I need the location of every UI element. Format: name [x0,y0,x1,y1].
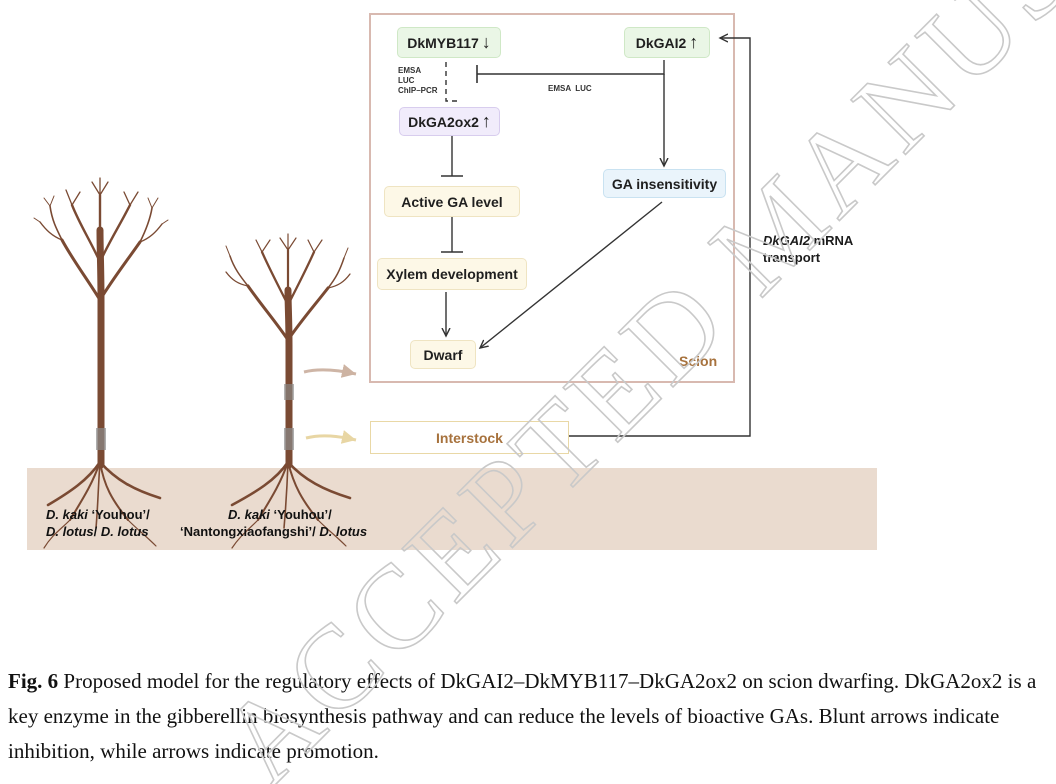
node-dkgai2: DkGAI2↑ [624,27,710,58]
caption-text: Proposed model for the regulatory effect… [8,669,1037,763]
left-species-3: D. lotus [100,524,149,539]
node-dkgai2-label: DkGAI2 [635,34,687,51]
node-dwarf-label: Dwarf [423,346,463,363]
transport-mrna: mRNA [809,233,854,248]
myb-dashed-connector [445,62,459,102]
caption-label: Fig. 6 [8,669,59,693]
interstock-box: Interstock [370,421,569,454]
right-cultivar-2: ‘Nantongxiaofangshi’/ [180,524,320,539]
node-xylem-label: Xylem development [386,266,518,282]
left-species-1: D. kaki [46,507,88,522]
right-graft-band-upper [284,384,294,400]
scion-frame [369,13,735,383]
figure-caption: Fig. 6 Proposed model for the regulatory… [8,664,1053,769]
left-graft-band [96,428,106,450]
ground-band [27,468,877,550]
scion-label: Scion [679,353,718,369]
transport-gene: DkGAI2 [763,233,810,248]
node-dkmyb117-label: DkMYB117 [407,34,479,51]
methods-left-annotation: EMSA LUC ChIP–PCR [398,66,438,96]
node-dwarf: Dwarf [410,340,476,369]
node-dkga2ox2-label: DkGA2ox2 [408,113,479,130]
method-chip-pcr: ChIP–PCR [398,86,438,95]
right-cultivar-1: ‘Youhou’/ [269,507,332,522]
down-arrow-icon: ↓ [481,32,491,52]
gai2-to-myb-inhibition [477,60,665,75]
methods-right-annotation: EMSA LUC [548,84,592,93]
interstock-pointer-arrow [305,430,357,444]
up-arrow-icon: ↑ [481,111,491,131]
interstock-label: Interstock [436,429,503,446]
node-ga-insensitivity: GA insensitivity [603,169,726,198]
node-xylem-development: Xylem development [377,258,527,290]
left-plant-label: D. kaki ‘Youhou’/ D. lotus/ D. lotus [46,506,150,540]
method-luc: LUC [398,76,415,85]
right-tree [225,233,352,549]
node-active-ga-level: Active GA level [384,186,520,217]
left-cultivar: ‘Youhou’/ [87,507,150,522]
transport-word: transport [763,250,821,265]
node-active-ga-label: Active GA level [401,193,503,210]
left-separator: / [93,524,101,539]
node-ga-insensitivity-label: GA insensitivity [611,175,718,192]
right-species-2: D. lotus [319,524,368,539]
right-species-1: D. kaki [228,507,270,522]
insensitivity-to-dwarf [480,201,663,348]
right-plant-label: D. kaki ‘Youhou’/ ‘Nantongxiaofangshi’/ … [180,506,367,540]
method-emsa: EMSA [398,66,422,75]
node-dkga2ox2: DkGA2ox2↑ [399,107,500,136]
transport-connector [569,38,751,437]
scion-pointer-arrow [303,364,357,378]
up-arrow-icon: ↑ [689,32,699,52]
transport-label: DkGAI2 mRNA transport [763,232,853,266]
right-graft-band-lower [284,428,294,450]
left-species-2: D. lotus [46,524,94,539]
left-tree [33,177,169,549]
node-dkmyb117: DkMYB117↓ [397,27,501,58]
